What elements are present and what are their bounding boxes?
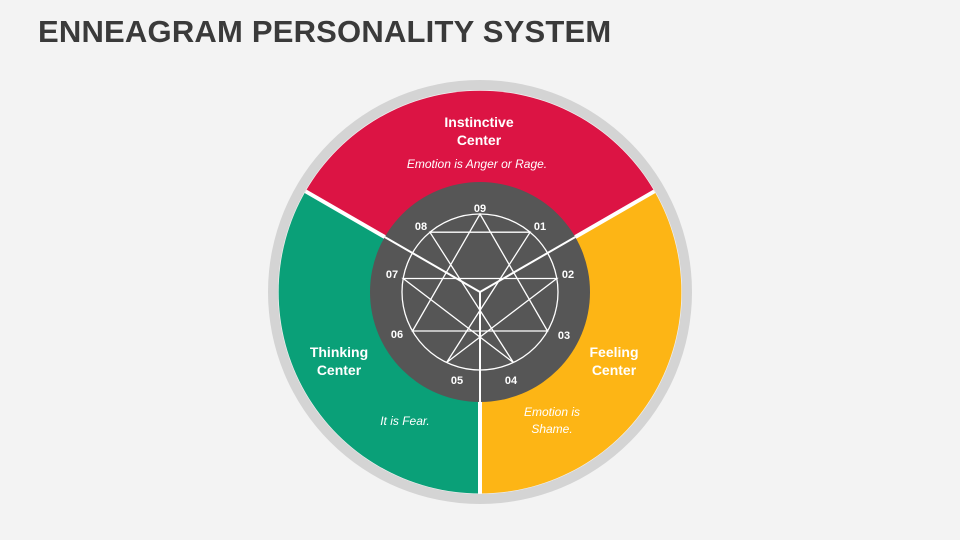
enneagram-hexad (401, 231, 559, 364)
enneagram-point-03: 03 (558, 330, 570, 342)
thinking-note-line-1: It is Fear. (380, 414, 430, 428)
enneagram-point-01: 01 (534, 221, 546, 233)
thinking-title-line-2: Center (317, 362, 362, 378)
enneagram-triangle (411, 212, 549, 332)
thinking-title-line-1: Thinking (310, 344, 368, 360)
feeling-note-line-1: Emotion is (524, 405, 580, 419)
thinking-center-label: Thinking Center It is Fear. (310, 344, 430, 428)
enneagram-point-07: 07 (386, 269, 398, 281)
instinctive-title-line-2: Center (457, 132, 502, 148)
feeling-note-line-2: Shame. (531, 422, 572, 436)
enneagram-point-09: 09 (474, 203, 486, 215)
enneagram-point-02: 02 (562, 269, 574, 281)
feeling-title-line-2: Center (592, 362, 637, 378)
feeling-center-label: Feeling Center Emotion is Shame. (524, 344, 639, 436)
feeling-title-line-1: Feeling (589, 344, 638, 360)
instinctive-title-line-1: Instinctive (444, 114, 513, 130)
enneagram-point-04: 04 (505, 375, 518, 387)
enneagram-point-05: 05 (451, 375, 463, 387)
enneagram-point-08: 08 (415, 221, 427, 233)
instinctive-note-line-1: Emotion is Anger or Rage. (407, 157, 547, 171)
slide-title: ENNEAGRAM PERSONALITY SYSTEM (38, 14, 612, 49)
instinctive-center-label: Instinctive Center Emotion is Anger or R… (407, 114, 547, 171)
enneagram-figure (401, 212, 559, 371)
enneagram-point-06: 06 (391, 329, 403, 341)
